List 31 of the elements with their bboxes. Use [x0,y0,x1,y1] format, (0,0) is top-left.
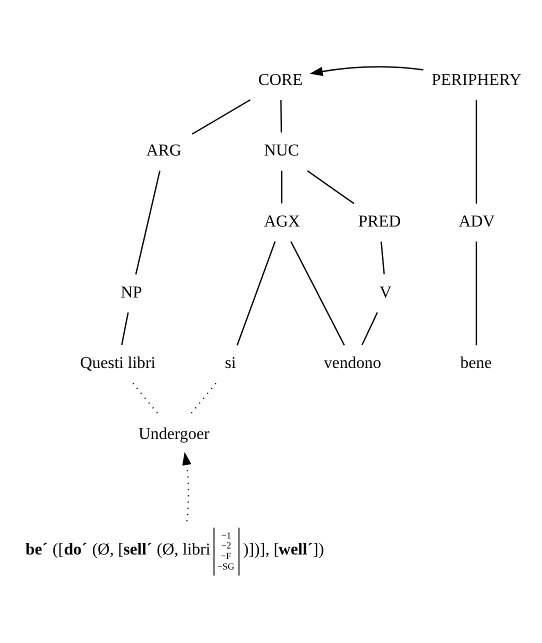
connector [192,98,251,134]
connector [188,382,216,416]
connector [361,312,378,345]
node-text: ARG [146,140,182,160]
node-text: bene [460,352,492,372]
connector [380,241,385,274]
node-text: CORE [258,69,303,88]
connector [135,170,160,274]
node-text: PRED [358,211,401,230]
connector [121,312,129,345]
node-text: PERIPHERY [432,69,522,88]
connector [281,170,282,203]
connector [307,170,354,204]
node-text: Undergoer [138,423,210,442]
arrow [310,66,424,76]
arrow [182,451,192,521]
node-text: be´ ([do´ (Ø, [sell´ (Ø, libri −1 −2 −F −SG )])], [well´]) [25,530,324,572]
node-text: ADV [458,211,495,230]
node-text: Questi libri [80,352,156,372]
connector [280,100,282,132]
node-text: NUC [264,140,300,160]
connector [476,241,478,345]
connector [290,240,345,346]
node-text: si [224,352,236,372]
node-text: vendono [324,352,382,372]
node-text: NP [120,282,142,301]
connector [236,240,276,345]
connector [476,99,478,204]
node-text: V [380,282,392,301]
node-text: AGX [264,211,300,230]
connector [132,382,160,416]
